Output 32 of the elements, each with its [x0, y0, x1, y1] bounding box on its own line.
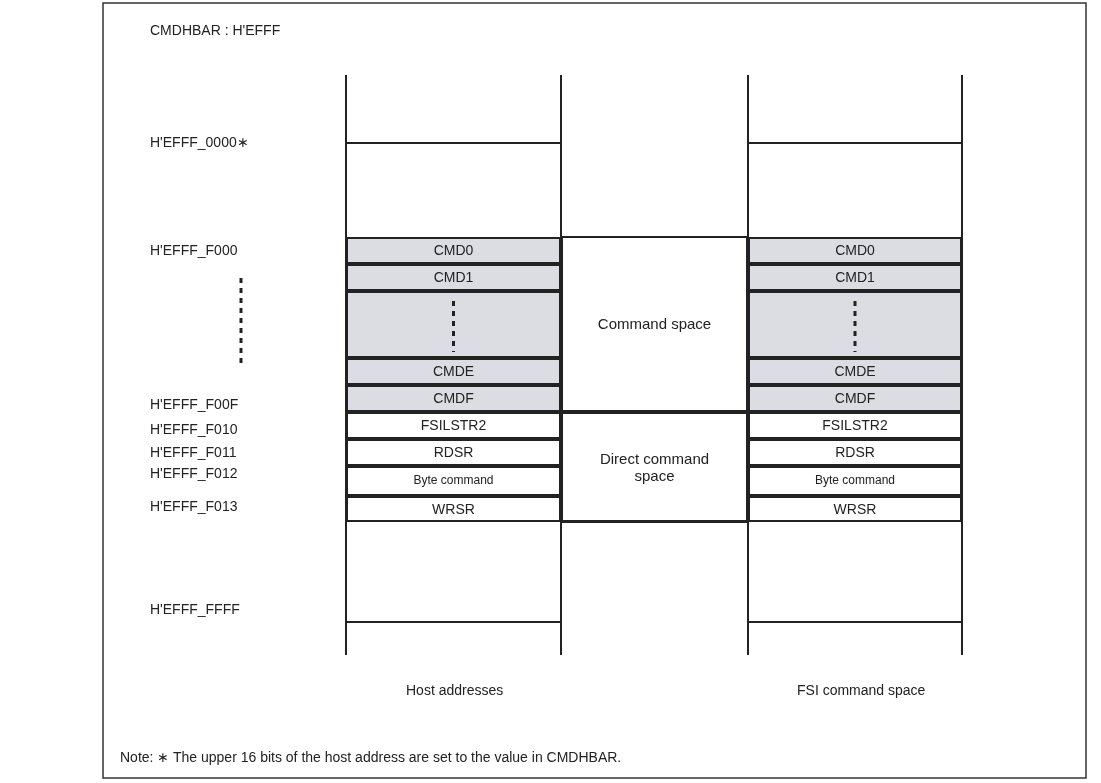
memory-cell: FSILSTR2 [748, 412, 962, 439]
address-label: H'EFFF_F011 [150, 444, 237, 460]
memory-cell: CMDF [748, 385, 962, 412]
memory-cell: CMDF [346, 385, 561, 412]
memory-cell: CMDE [748, 358, 962, 385]
memory-cell: CMDE [346, 358, 561, 385]
memory-cell: RDSR [748, 439, 962, 466]
address-label: H'EFFF_0000∗ [150, 134, 249, 150]
memory-cell [346, 291, 561, 358]
memory-cell: CMD1 [748, 264, 962, 291]
column-caption: Host addresses [406, 682, 504, 698]
memory-cell: CMD0 [748, 237, 962, 264]
register-note: CMDHBAR : H'EFFF [150, 22, 281, 38]
memory-cell: RDSR [346, 439, 561, 466]
memory-cell [748, 291, 962, 358]
memory-cell: WRSR [748, 496, 962, 522]
address-label: H'EFFF_F013 [150, 498, 238, 514]
address-label: H'EFFF_F00F [150, 396, 239, 412]
memory-cell: Byte command [346, 466, 561, 496]
address-label: H'EFFF_F012 [150, 465, 238, 481]
memory-region-box: Command space [561, 236, 748, 412]
address-label: H'EFFF_F000 [150, 242, 238, 258]
memory-cell: CMD1 [346, 264, 561, 291]
memory-cell: WRSR [346, 496, 561, 522]
memory-cell: CMD0 [346, 237, 561, 264]
footnote: Note: ∗ The upper 16 bits of the host address are set to the value in CMDHBAR. [120, 749, 622, 765]
column-caption: FSI command space [797, 682, 926, 698]
memory-cell: Byte command [748, 466, 962, 496]
memory-region-box: Direct command space [561, 412, 748, 522]
address-label: H'EFFF_F010 [150, 421, 238, 437]
address-label: H'EFFF_FFFF [150, 601, 240, 617]
memory-cell: FSILSTR2 [346, 412, 561, 439]
